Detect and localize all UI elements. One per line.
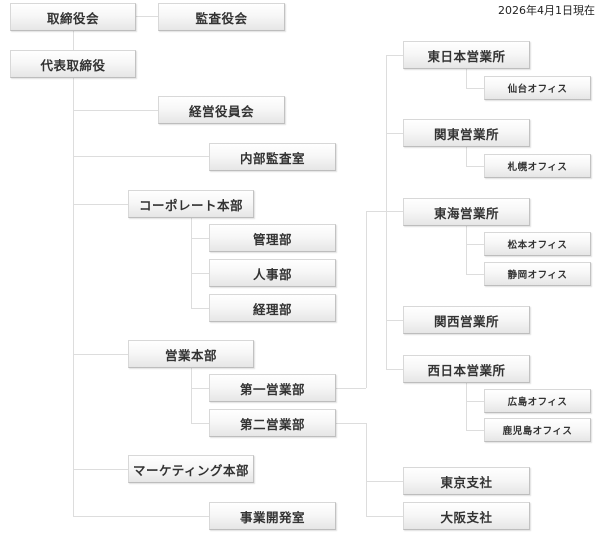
node-exec-committee[interactable]: 経営役員会 xyxy=(158,96,285,124)
connector-line xyxy=(191,238,209,239)
node-admin-dept[interactable]: 管理部 xyxy=(209,224,336,252)
node-kansai-office[interactable]: 関西営業所 xyxy=(403,306,530,334)
connector-line xyxy=(466,166,484,167)
connector-line xyxy=(366,423,367,516)
connector-line xyxy=(73,469,128,470)
connector-line xyxy=(191,388,209,389)
connector-line xyxy=(466,68,467,88)
connector-line xyxy=(466,382,467,430)
connector-line xyxy=(386,55,387,369)
connector-line xyxy=(386,133,403,134)
connector-line xyxy=(73,30,74,50)
connector-line xyxy=(386,55,403,56)
node-internal-audit[interactable]: 内部監査室 xyxy=(209,143,336,171)
connector-line xyxy=(191,367,192,423)
connector-line xyxy=(366,516,403,517)
connector-line xyxy=(73,516,209,517)
connector-line xyxy=(135,16,158,17)
node-shizuoka-office[interactable]: 静岡オフィス xyxy=(484,262,591,286)
connector-line xyxy=(366,211,367,388)
node-tokyo-branch[interactable]: 東京支社 xyxy=(403,467,530,495)
node-osaka-branch[interactable]: 大阪支社 xyxy=(403,502,530,530)
connector-line xyxy=(73,110,158,111)
node-sapporo-office[interactable]: 札幌オフィス xyxy=(484,154,591,178)
connector-line xyxy=(336,423,366,424)
node-tokai-office[interactable]: 東海営業所 xyxy=(403,198,530,226)
node-auditors[interactable]: 監査役会 xyxy=(158,3,285,31)
node-corporate-hq[interactable]: コーポレート本部 xyxy=(128,190,254,218)
node-biz-dev[interactable]: 事業開発室 xyxy=(209,502,336,530)
connector-line xyxy=(386,369,403,370)
connector-line xyxy=(191,423,209,424)
connector-line xyxy=(466,430,484,431)
node-kanto-office[interactable]: 関東営業所 xyxy=(403,119,530,147)
node-hiroshima-office[interactable]: 広島オフィス xyxy=(484,389,591,413)
connector-line xyxy=(366,211,403,212)
connector-line xyxy=(73,204,128,205)
connector-line xyxy=(366,481,403,482)
node-matsumoto-office[interactable]: 松本オフィス xyxy=(484,232,591,256)
node-sendai-office[interactable]: 仙台オフィス xyxy=(484,76,591,100)
node-kagoshima-office[interactable]: 鹿児島オフィス xyxy=(484,418,591,442)
node-sales-dept-2[interactable]: 第二営業部 xyxy=(209,409,336,437)
node-accounting-dept[interactable]: 経理部 xyxy=(209,294,336,322)
connector-line xyxy=(466,401,484,402)
node-sales-dept-1[interactable]: 第一営業部 xyxy=(209,374,336,402)
connector-line xyxy=(73,77,74,516)
connector-line xyxy=(466,88,484,89)
connector-line xyxy=(191,217,192,308)
node-east-japan-office[interactable]: 東日本営業所 xyxy=(403,41,530,69)
connector-line xyxy=(336,388,366,389)
connector-line xyxy=(191,308,209,309)
node-west-japan-office[interactable]: 西日本営業所 xyxy=(403,355,530,383)
node-ceo[interactable]: 代表取締役 xyxy=(10,50,136,78)
connector-line xyxy=(73,156,209,157)
as-of-date: 2026年4月1日現在 xyxy=(498,4,595,17)
connector-line xyxy=(466,146,467,166)
node-marketing-hq[interactable]: マーケティング本部 xyxy=(128,455,254,483)
connector-line xyxy=(73,354,128,355)
node-hr-dept[interactable]: 人事部 xyxy=(209,259,336,287)
connector-line xyxy=(466,274,484,275)
connector-line xyxy=(466,225,467,274)
connector-line xyxy=(191,273,209,274)
connector-line xyxy=(386,320,403,321)
node-board[interactable]: 取締役会 xyxy=(10,3,136,31)
connector-line xyxy=(466,244,484,245)
node-sales-hq[interactable]: 営業本部 xyxy=(128,340,254,368)
